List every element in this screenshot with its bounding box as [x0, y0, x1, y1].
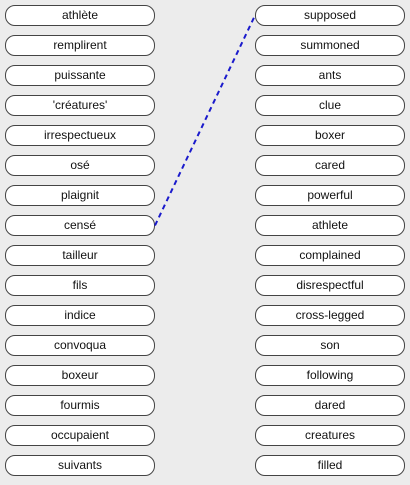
right-word-complained[interactable]: complained	[255, 245, 405, 266]
left-word-suivants[interactable]: suivants	[5, 455, 155, 476]
left-word-athlete[interactable]: athlète	[5, 5, 155, 26]
right-word-cared[interactable]: cared	[255, 155, 405, 176]
left-word-ose[interactable]: osé	[5, 155, 155, 176]
left-word-column: athlète remplirent puissante 'créatures'…	[5, 5, 155, 485]
right-word-boxer[interactable]: boxer	[255, 125, 405, 146]
left-word-fils[interactable]: fils	[5, 275, 155, 296]
left-word-boxeur[interactable]: boxeur	[5, 365, 155, 386]
right-word-filled[interactable]: filled	[255, 455, 405, 476]
match-line	[154, 15, 256, 226]
right-word-powerful[interactable]: powerful	[255, 185, 405, 206]
right-word-dared[interactable]: dared	[255, 395, 405, 416]
right-word-disrespectful[interactable]: disrespectful	[255, 275, 405, 296]
right-word-following[interactable]: following	[255, 365, 405, 386]
right-word-summoned[interactable]: summoned	[255, 35, 405, 56]
left-word-indice[interactable]: indice	[5, 305, 155, 326]
left-word-creatures[interactable]: 'créatures'	[5, 95, 155, 116]
left-word-tailleur[interactable]: tailleur	[5, 245, 155, 266]
right-word-ants[interactable]: ants	[255, 65, 405, 86]
right-word-athlete[interactable]: athlete	[255, 215, 405, 236]
right-word-cross-legged[interactable]: cross-legged	[255, 305, 405, 326]
right-word-column: supposed summoned ants clue boxer cared …	[255, 5, 405, 485]
left-word-fourmis[interactable]: fourmis	[5, 395, 155, 416]
left-word-irrespectueux[interactable]: irrespectueux	[5, 125, 155, 146]
right-word-creatures[interactable]: creatures	[255, 425, 405, 446]
left-word-convoqua[interactable]: convoqua	[5, 335, 155, 356]
right-word-son[interactable]: son	[255, 335, 405, 356]
left-word-puissante[interactable]: puissante	[5, 65, 155, 86]
left-word-remplirent[interactable]: remplirent	[5, 35, 155, 56]
right-word-clue[interactable]: clue	[255, 95, 405, 116]
left-word-occupaient[interactable]: occupaient	[5, 425, 155, 446]
right-word-supposed[interactable]: supposed	[255, 5, 405, 26]
left-word-cense[interactable]: censé	[5, 215, 155, 236]
left-word-plaignit[interactable]: plaignit	[5, 185, 155, 206]
